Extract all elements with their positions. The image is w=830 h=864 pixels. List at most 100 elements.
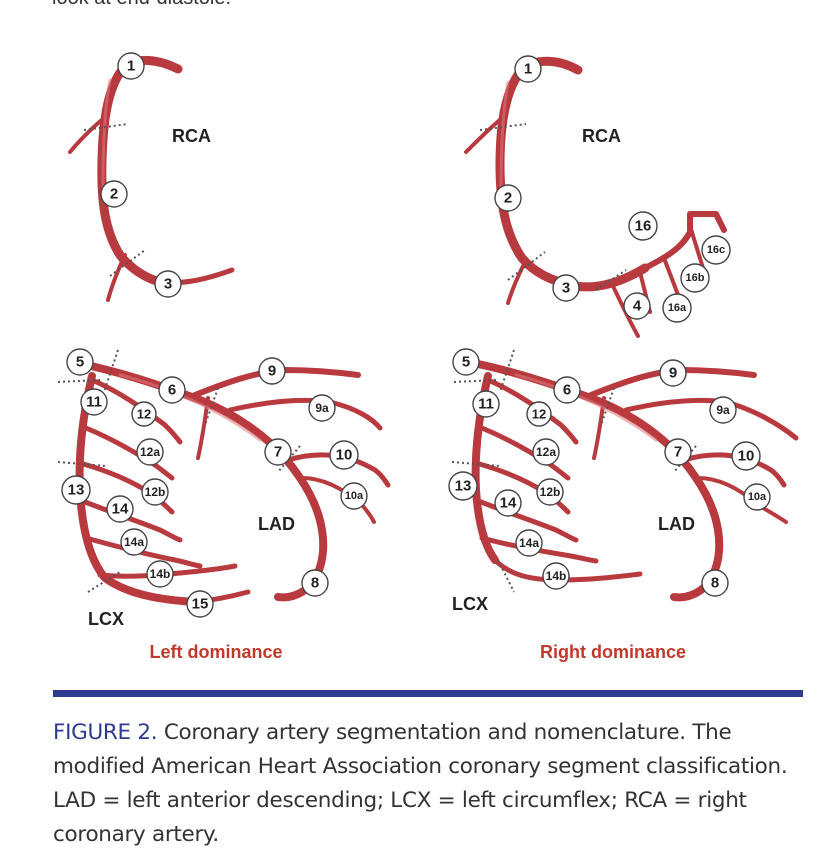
svg-text:14b: 14b	[546, 569, 567, 583]
svg-text:7: 7	[274, 444, 282, 461]
svg-text:14: 14	[112, 501, 129, 518]
segment-badge: 12b	[141, 478, 169, 506]
segment-badge: 6	[158, 376, 186, 404]
segment-badge: 13	[448, 471, 478, 501]
svg-text:10: 10	[738, 448, 755, 465]
right-lca-arteries	[471, 360, 799, 602]
right-lcx-label: LCX	[452, 594, 488, 614]
segment-badge: 2	[494, 184, 522, 212]
segment-badge: 8	[301, 569, 329, 597]
svg-text:14: 14	[500, 495, 517, 512]
svg-text:12b: 12b	[540, 485, 561, 499]
left-divider-lcx-2	[87, 571, 121, 593]
svg-text:1: 1	[127, 58, 135, 75]
svg-text:12: 12	[137, 407, 151, 422]
segment-badge: 8	[701, 569, 729, 597]
svg-text:12a: 12a	[536, 445, 556, 459]
right-divider-lcx-1	[451, 461, 501, 467]
svg-text:8: 8	[711, 575, 719, 592]
svg-text:9a: 9a	[315, 401, 329, 415]
preceding-text-fragment: look at end-diastole.	[52, 0, 231, 10]
figure-caption: FIGURE 2. Coronary artery segmentation a…	[53, 716, 805, 852]
right-lad-label: LAD	[658, 514, 695, 534]
segment-badge: 16a	[662, 293, 692, 323]
segment-badge: 12a	[136, 438, 164, 466]
left-divider-lcx-1	[57, 461, 107, 467]
segment-badge: 9a	[308, 394, 336, 422]
svg-text:16: 16	[635, 218, 652, 235]
left-dominance-label: Left dominance	[149, 642, 282, 662]
segment-badge: 12b	[536, 478, 564, 506]
left-rca-label: RCA	[172, 126, 211, 146]
segment-badge: 2	[100, 180, 128, 208]
svg-text:5: 5	[462, 354, 470, 371]
svg-text:14a: 14a	[519, 536, 539, 550]
segment-badge: 13	[61, 475, 91, 505]
left-divider-lad-2	[277, 445, 301, 473]
segment-badge: 5	[66, 348, 94, 376]
caption-text: Coronary artery segmentation and nomencl…	[53, 720, 788, 847]
segment-badge: 5	[452, 348, 480, 376]
segment-badge: 1	[117, 52, 145, 80]
svg-text:14b: 14b	[150, 567, 171, 581]
svg-text:16b: 16b	[686, 272, 705, 284]
segment-badge: 10	[329, 440, 359, 470]
svg-text:9: 9	[268, 363, 276, 380]
left-rca-arteries	[68, 55, 235, 302]
right-divider-lm	[499, 349, 515, 393]
segment-badge: 12a	[532, 438, 560, 466]
svg-text:12: 12	[532, 407, 546, 422]
segment-badge: 10	[731, 441, 761, 471]
segment-badge: 7	[664, 438, 692, 466]
segment-badge: 11	[472, 390, 500, 418]
segment-badge: 10a	[743, 483, 771, 511]
segment-badge: 3	[154, 270, 182, 298]
svg-text:11: 11	[86, 394, 102, 411]
left-divider-lm-b	[57, 379, 101, 383]
left-divider-lm	[103, 349, 119, 393]
right-divider-lad-2	[673, 445, 697, 473]
left-lcx-label: LCX	[88, 609, 124, 629]
svg-text:3: 3	[164, 276, 172, 293]
segment-badge: 1	[514, 55, 542, 83]
segment-badge: 6	[553, 376, 581, 404]
svg-text:2: 2	[504, 190, 512, 207]
svg-text:4: 4	[633, 298, 642, 315]
svg-text:7: 7	[674, 444, 682, 461]
svg-text:8: 8	[311, 575, 319, 592]
segment-badge: 14	[106, 495, 134, 523]
svg-text:3: 3	[562, 280, 570, 297]
segment-badge: 7	[264, 438, 292, 466]
segment-badge: 11	[80, 388, 108, 416]
svg-text:13: 13	[455, 478, 472, 495]
caption-divider	[53, 690, 803, 697]
right-dominance-panel	[451, 56, 799, 602]
svg-text:11: 11	[478, 396, 494, 413]
segment-badge: 4	[623, 292, 651, 320]
svg-text:10: 10	[336, 447, 353, 464]
coronary-segmentation-diagram: RCA LAD LCX Left dominance RCA LAD LCX R…	[57, 52, 799, 662]
segment-badge: 16c	[701, 235, 731, 265]
segment-badge: 16	[628, 211, 658, 241]
svg-text:10a: 10a	[345, 490, 364, 502]
segment-badge: 12	[131, 401, 157, 427]
segment-badge: 14b	[542, 562, 570, 590]
left-dominance-panel	[57, 55, 391, 606]
right-rca-label: RCA	[582, 126, 621, 146]
right-divider-lcx-2	[497, 559, 515, 593]
svg-text:13: 13	[68, 482, 85, 499]
svg-text:12a: 12a	[140, 445, 160, 459]
left-lad-label: LAD	[258, 514, 295, 534]
svg-text:10a: 10a	[748, 491, 767, 503]
left-divider-lad-1	[204, 387, 219, 426]
svg-text:9a: 9a	[716, 403, 730, 417]
svg-text:16c: 16c	[707, 244, 725, 256]
svg-text:9: 9	[669, 365, 677, 382]
left-lca-arteries	[75, 360, 391, 606]
svg-text:15: 15	[192, 596, 209, 613]
segment-badge: 12	[526, 401, 552, 427]
segment-badge: 14b	[146, 560, 174, 588]
right-divider-rca-3-4	[595, 269, 627, 291]
right-dominance-label: Right dominance	[540, 642, 686, 662]
segment-badge: 9	[659, 359, 687, 387]
